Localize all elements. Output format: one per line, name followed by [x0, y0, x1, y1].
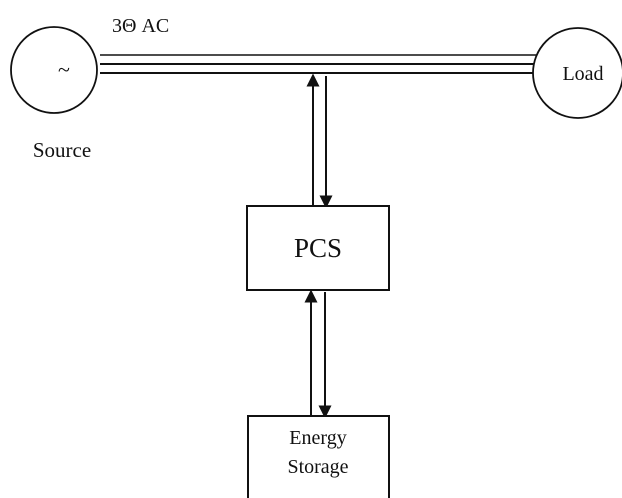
source-circle	[10, 26, 98, 114]
load-circle	[532, 27, 622, 119]
pcs-storage-connection	[304, 289, 332, 419]
source-label: Source	[33, 138, 91, 162]
pcs-block: PCS	[246, 205, 390, 291]
pcs-box	[246, 205, 390, 291]
energy-storage-label-line1: Energy	[289, 427, 346, 449]
energy-storage-box	[247, 415, 390, 498]
source-node: ~ Source	[10, 26, 98, 162]
load-node: Load	[532, 27, 622, 119]
source-symbol: ~	[58, 57, 70, 82]
bus-pcs-connection	[306, 73, 333, 209]
energy-storage-label-line2: Storage	[287, 456, 348, 478]
ac-bus	[100, 54, 545, 74]
pcs-label: PCS	[294, 233, 342, 263]
load-label: Load	[562, 63, 603, 85]
energy-storage-block: Energy Storage	[247, 415, 390, 498]
ac-bus-label: 3Θ AC	[112, 15, 169, 37]
